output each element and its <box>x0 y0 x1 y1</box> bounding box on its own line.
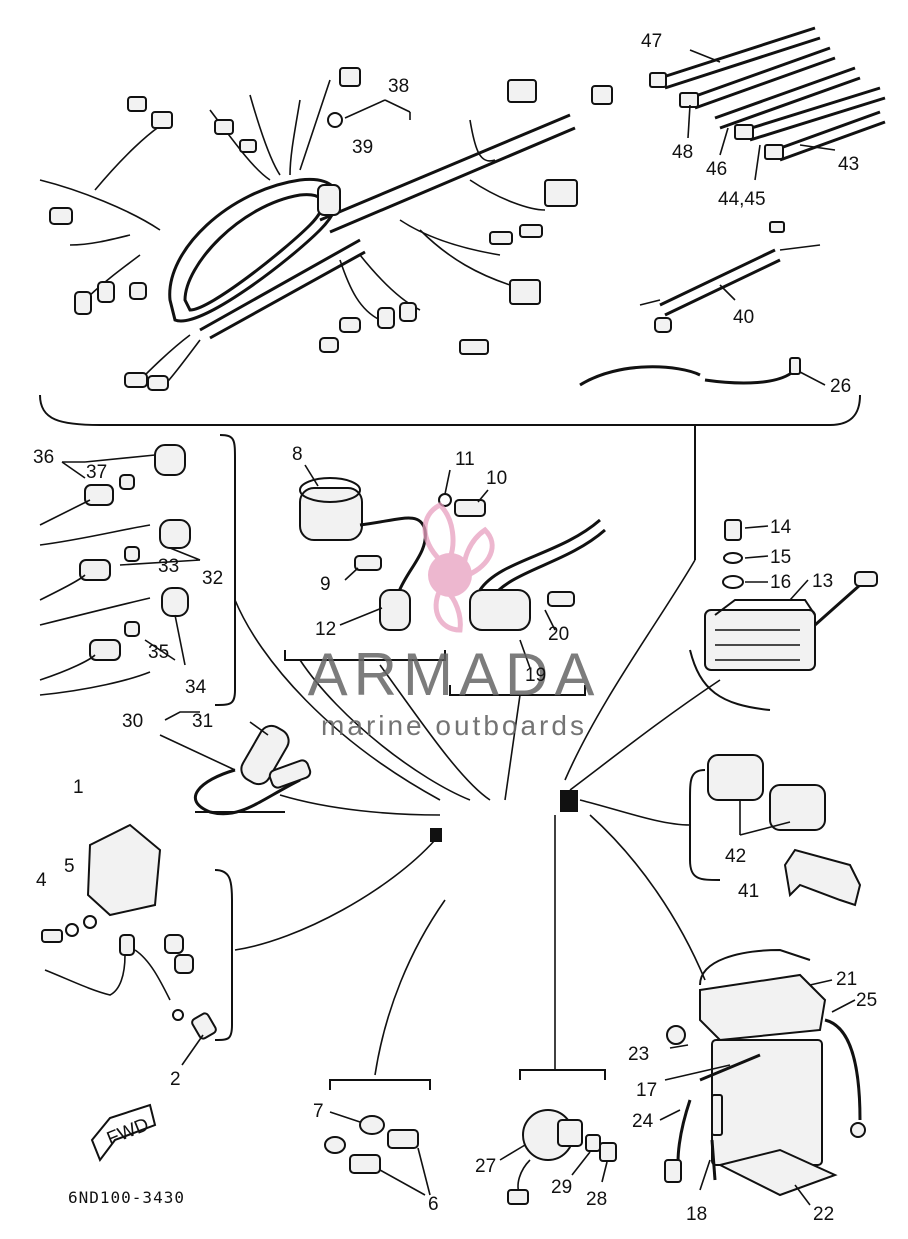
callout-19: 19 <box>525 665 546 686</box>
callout-20: 20 <box>548 624 569 645</box>
callout-1: 1 <box>73 777 84 798</box>
callout-27: 27 <box>475 1156 496 1177</box>
callout-16: 16 <box>770 572 791 593</box>
watermark-tagline: marine outboards <box>321 710 587 741</box>
plug-group <box>324 1079 431 1196</box>
fwd-arrow-group <box>90 1103 157 1163</box>
callout-14: 14 <box>770 517 792 538</box>
battery-group <box>659 948 866 1206</box>
callout-35: 35 <box>148 642 169 663</box>
callout-39: 39 <box>352 137 373 158</box>
callout-36: 36 <box>33 447 54 468</box>
callouts: 47 48 46 44,45 43 38 39 40 26 36 37 33 3… <box>33 31 877 1225</box>
leads-group <box>39 26 886 560</box>
sender-group <box>159 711 312 816</box>
callout-21: 21 <box>836 969 857 990</box>
callout-22: 22 <box>813 1204 834 1225</box>
callout-2: 2 <box>170 1069 181 1090</box>
callout-26: 26 <box>830 376 851 397</box>
callout-41: 41 <box>738 881 759 902</box>
propeller-logo-icon <box>422 501 495 633</box>
callout-24: 24 <box>632 1111 654 1132</box>
callout-10: 10 <box>486 468 507 489</box>
callout-31: 31 <box>192 711 213 732</box>
callout-25: 25 <box>856 990 877 1011</box>
callout-23: 23 <box>628 1044 649 1065</box>
callout-33: 33 <box>158 556 179 577</box>
callout-44-45: 44,45 <box>718 189 766 210</box>
left-leads-group <box>39 434 236 706</box>
callout-42: 42 <box>725 846 746 867</box>
callout-13: 13 <box>812 571 833 592</box>
callout-5: 5 <box>64 856 75 877</box>
callout-32: 32 <box>202 568 223 589</box>
callout-6: 6 <box>428 1194 439 1215</box>
callout-30: 30 <box>122 711 143 732</box>
rectifier-group <box>689 519 878 711</box>
callout-8: 8 <box>292 444 303 465</box>
callout-38: 38 <box>388 76 409 97</box>
callout-4: 4 <box>36 870 47 891</box>
watermark-brand: ARMADA <box>308 641 601 708</box>
watermark: ARMADA marine outboards <box>308 501 601 741</box>
main-harness-group <box>39 67 613 391</box>
callout-18: 18 <box>686 1204 707 1225</box>
drawing-code: 6ND100-3430 <box>68 1188 185 1207</box>
callout-9: 9 <box>320 574 331 595</box>
callout-28: 28 <box>586 1189 607 1210</box>
callout-47: 47 <box>641 31 662 52</box>
callout-29: 29 <box>551 1177 572 1198</box>
callout-7: 7 <box>313 1101 324 1122</box>
callout-40: 40 <box>733 307 754 328</box>
starter-relay-group <box>499 1069 617 1205</box>
callout-11: 11 <box>455 449 475 470</box>
callout-43: 43 <box>838 154 859 175</box>
junction-group <box>234 559 721 1076</box>
callout-48: 48 <box>672 142 693 163</box>
callout-46: 46 <box>706 159 727 180</box>
callout-37: 37 <box>86 462 107 483</box>
cdi-group <box>41 823 233 1066</box>
covers-group <box>689 754 862 907</box>
callout-17: 17 <box>636 1080 657 1101</box>
callout-15: 15 <box>770 547 791 568</box>
callout-12: 12 <box>315 619 336 640</box>
switch-group <box>449 518 606 696</box>
callout-34: 34 <box>185 677 207 698</box>
fwd-label: FWD <box>104 1114 152 1150</box>
